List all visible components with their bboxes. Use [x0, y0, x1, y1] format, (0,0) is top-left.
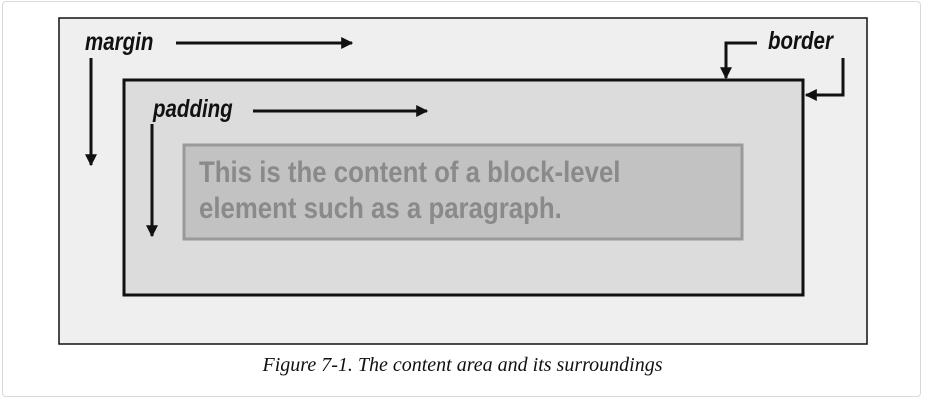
content-area	[182, 143, 744, 241]
margin-label: margin	[85, 28, 154, 56]
content-line-2: element such as a paragraph.	[199, 192, 562, 225]
content-text: This is the content of a block-level ele…	[199, 155, 732, 227]
border-arrow-top	[720, 41, 757, 80]
content-line-1: This is the content of a block-level	[199, 156, 621, 189]
figure-caption: Figure 7-1. The content area and its sur…	[262, 354, 663, 376]
border-arrow-right	[804, 58, 845, 101]
border-label: border	[768, 27, 833, 55]
padding-label: padding	[153, 95, 233, 123]
